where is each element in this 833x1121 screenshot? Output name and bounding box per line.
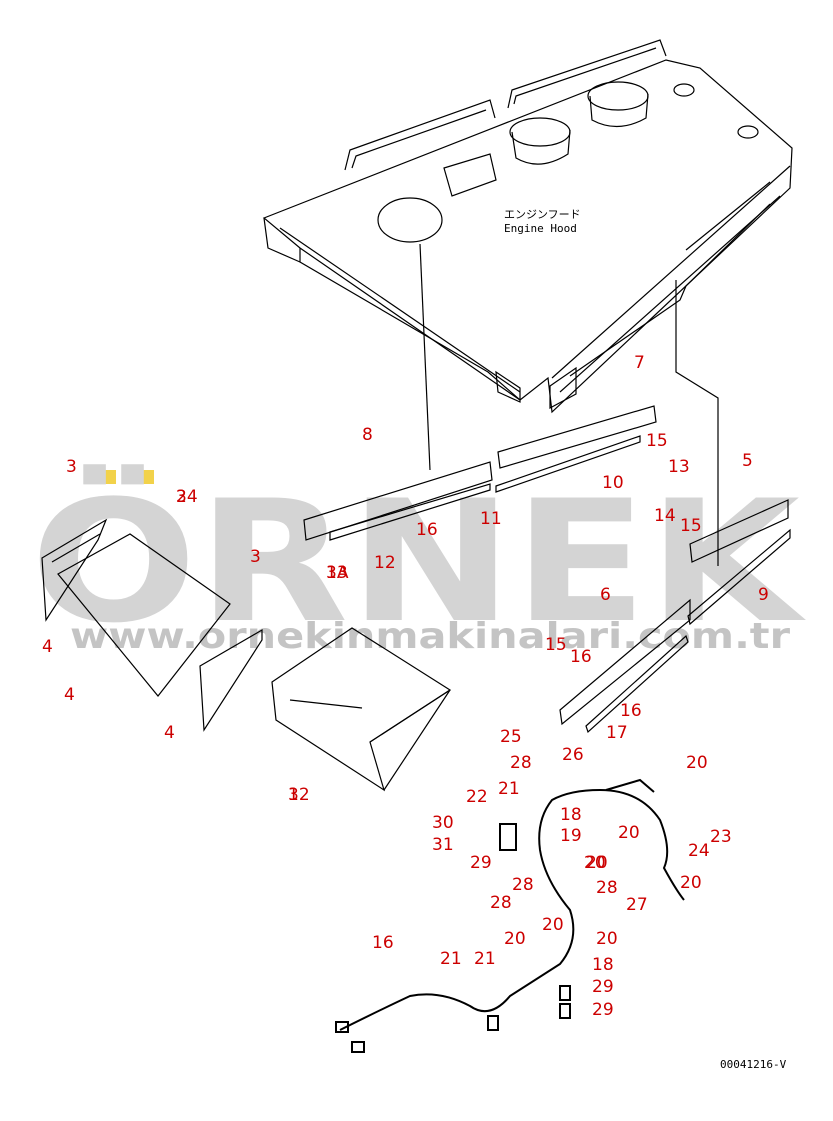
callout-29: 29 xyxy=(592,1000,614,1020)
callout-33: 33 xyxy=(326,563,348,583)
callout-30: 30 xyxy=(432,813,454,833)
callout-2: 2 xyxy=(176,487,187,507)
callout-20: 20 xyxy=(586,853,608,873)
callout-28: 28 xyxy=(510,753,532,773)
engine-hood xyxy=(262,39,793,566)
callout-7: 7 xyxy=(634,353,645,373)
callout-15: 15 xyxy=(646,431,668,451)
callout-6: 6 xyxy=(600,585,611,605)
callout-18: 18 xyxy=(592,955,614,975)
drawing-number: 00041216-V xyxy=(720,1058,787,1071)
callout-8: 8 xyxy=(362,425,373,445)
callout-16: 16 xyxy=(372,933,394,953)
callout-16: 16 xyxy=(416,520,438,540)
callout-20: 20 xyxy=(584,853,606,873)
callout-29: 29 xyxy=(470,853,492,873)
watermark-accent xyxy=(126,470,154,484)
callout-25: 25 xyxy=(500,727,522,747)
callout-4: 4 xyxy=(164,723,175,743)
callout-31: 31 xyxy=(432,835,454,855)
callout-20: 20 xyxy=(686,753,708,773)
callout-21: 21 xyxy=(474,949,496,969)
callout-28: 28 xyxy=(490,893,512,913)
callout-26: 26 xyxy=(562,745,584,765)
callout-24: 24 xyxy=(688,841,710,861)
callout-16: 16 xyxy=(620,701,642,721)
side-covers xyxy=(41,518,452,792)
callout-4: 4 xyxy=(64,685,75,705)
callout-15: 15 xyxy=(680,516,702,536)
callout-29: 29 xyxy=(592,977,614,997)
callout-12: 12 xyxy=(374,553,396,573)
callout-3: 3 xyxy=(66,457,77,477)
hood-label-en: Engine Hood xyxy=(504,222,577,235)
callout-10: 10 xyxy=(602,473,624,493)
callout-5: 5 xyxy=(742,451,753,471)
seal-strips xyxy=(303,405,791,734)
callout-13: 13 xyxy=(668,457,690,477)
callout-28: 28 xyxy=(512,875,534,895)
callout-22: 22 xyxy=(466,787,488,807)
callout-9: 9 xyxy=(758,585,769,605)
watermark-brand: ÖRNEK xyxy=(30,464,807,660)
callout-18: 18 xyxy=(560,805,582,825)
hood-label-jp: エンジンフード xyxy=(504,208,581,221)
callout-3: 3 xyxy=(250,547,261,567)
callout-1A: 1A xyxy=(326,563,349,583)
watermark-accent xyxy=(88,470,116,484)
callout-11: 11 xyxy=(480,509,502,529)
callout-23: 23 xyxy=(710,827,732,847)
callout-27: 27 xyxy=(626,895,648,915)
callout-21: 21 xyxy=(440,949,462,969)
callout-21: 21 xyxy=(498,779,520,799)
callout-34: 34 xyxy=(176,487,198,507)
callout-16: 16 xyxy=(570,647,592,667)
callout-4: 4 xyxy=(42,637,53,657)
callout-1: 1 xyxy=(288,785,299,805)
callout-20: 20 xyxy=(504,929,526,949)
callout-20: 20 xyxy=(596,929,618,949)
callout-32: 32 xyxy=(288,785,310,805)
callout-19: 19 xyxy=(560,826,582,846)
callout-28: 28 xyxy=(596,878,618,898)
callout-17: 17 xyxy=(606,723,628,743)
callout-20: 20 xyxy=(542,915,564,935)
callout-20: 20 xyxy=(618,823,640,843)
callout-labels: 11A2334445678910111213141515151616161617… xyxy=(42,353,769,1020)
callout-14: 14 xyxy=(654,506,676,526)
callout-15: 15 xyxy=(545,635,567,655)
callout-20: 20 xyxy=(680,873,702,893)
wiring-harness xyxy=(335,778,685,1053)
